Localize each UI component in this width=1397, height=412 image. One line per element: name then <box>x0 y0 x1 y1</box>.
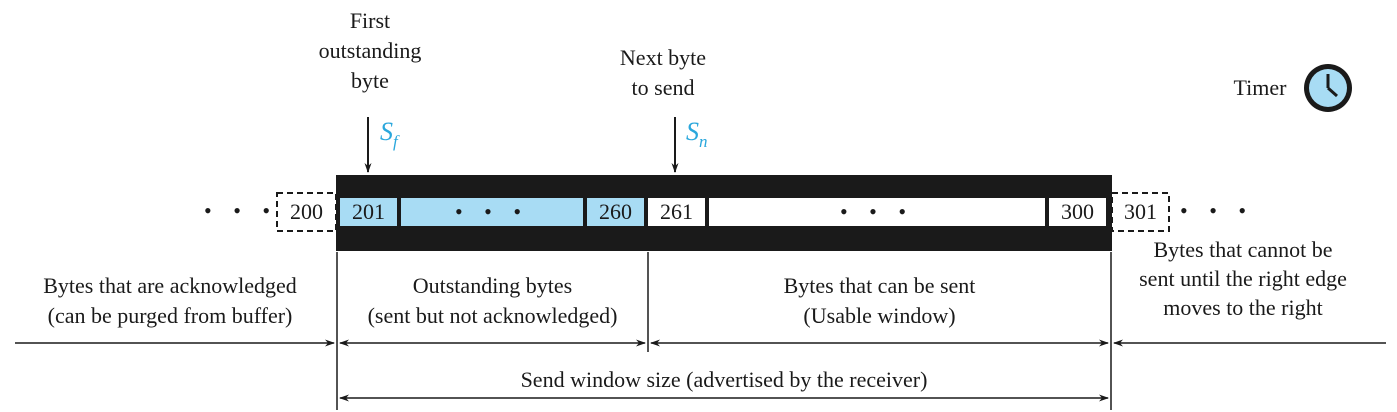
cell-200: 200 <box>290 199 323 224</box>
cell-300: 300 <box>1061 199 1094 224</box>
sf-pointer-label: Sf <box>380 117 398 151</box>
timer-label: Timer <box>1233 75 1287 100</box>
left-ellipsis: • • • <box>204 198 279 223</box>
first-outstanding-label: First outstanding byte <box>318 8 422 93</box>
cell-261: 261 <box>660 199 693 224</box>
outstanding-middle-box <box>401 198 583 226</box>
outstanding-region-label: Outstanding bytes (sent but not acknowle… <box>367 273 618 328</box>
cell-201: 201 <box>352 199 385 224</box>
usable-window-region-label: Bytes that can be sent (Usable window) <box>783 273 976 328</box>
cell-300-box <box>1049 198 1106 226</box>
cell-200-dashed <box>276 192 337 232</box>
cell-301: 301 <box>1124 199 1157 224</box>
outstanding-ellipsis: • • • <box>454 199 530 224</box>
sn-pointer-label: Sn <box>686 117 708 151</box>
acknowledged-region-label: Bytes that are acknowledged (can be purg… <box>43 273 297 328</box>
cell-260-box <box>587 198 644 226</box>
cell-261-box <box>648 198 705 226</box>
cannot-send-region-label: Bytes that cannot be sent until the righ… <box>1139 237 1347 320</box>
send-window-size-label: Send window size (advertised by the rece… <box>520 367 928 392</box>
right-ellipsis: • • • <box>1180 198 1255 223</box>
next-byte-label: Next byte to send <box>619 45 707 100</box>
cell-301-dashed <box>1111 192 1170 232</box>
usable-ellipsis: • • • <box>839 199 915 224</box>
cell-260: 260 <box>599 199 632 224</box>
usable-middle-box <box>709 198 1045 226</box>
timer-icon <box>1304 64 1352 112</box>
cell-201-box <box>340 198 397 226</box>
